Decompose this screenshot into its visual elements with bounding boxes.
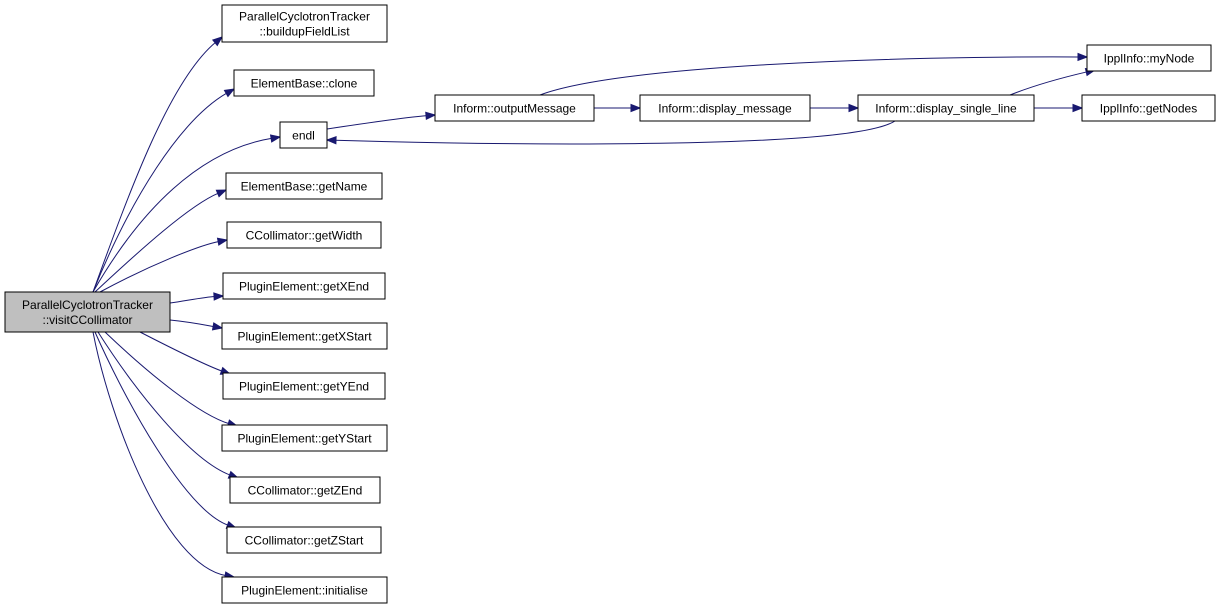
node-getZStart[interactable]: CCollimator::getZStart — [226, 526, 382, 554]
node-label: ParallelCyclotronTracker — [22, 298, 153, 312]
node-label: Inform::display_single_line — [875, 102, 1017, 116]
arrowhead-root-to-getXEnd — [213, 292, 225, 301]
node-box — [857, 94, 1035, 122]
arrowhead-outputMessage-to-myNode — [1077, 52, 1089, 62]
node-initialise[interactable]: PluginElement::initialise — [221, 576, 388, 604]
edge-displaySingleLine-to-myNode — [1009, 71, 1088, 96]
edge-root-to-getYEnd — [139, 331, 223, 372]
node-label: Inform::outputMessage — [453, 102, 576, 116]
arrowhead-endl-to-outputMessage — [425, 111, 437, 121]
node-displaySingleLine[interactable]: Inform::display_single_line — [857, 94, 1035, 122]
edge-root-to-getZStart — [94, 331, 229, 526]
edge-root-to-getZEnd — [97, 331, 231, 476]
arrowhead-root-to-getXStart — [211, 322, 224, 331]
node-endl[interactable]: endl — [279, 121, 328, 149]
node-label: PluginElement::getXStart — [237, 330, 372, 344]
node-label: ElementBase::clone — [251, 77, 358, 91]
node-label: endl — [292, 129, 315, 143]
node-box — [434, 94, 595, 122]
node-root[interactable]: ParallelCyclotronTracker::visitCCollimat… — [4, 291, 171, 333]
node-label: ParallelCyclotronTracker — [239, 10, 370, 24]
node-box — [4, 291, 171, 333]
node-label: IpplInfo::getNodes — [1100, 102, 1197, 116]
node-box — [221, 424, 388, 452]
node-box — [226, 221, 382, 249]
arrowhead-root-to-endl — [269, 134, 282, 143]
edge-displaySingleLine-to-endl — [334, 120, 896, 145]
node-label: Inform::display_message — [658, 102, 792, 116]
edge-endl-to-outputMessage — [326, 115, 428, 130]
node-myNode[interactable]: IpplInfo::myNode — [1086, 44, 1212, 72]
nodes-layer: ParallelCyclotronTracker::visitCCollimat… — [4, 4, 1216, 604]
node-label: CCollimator::getWidth — [246, 229, 363, 243]
edge-root-to-getXEnd — [169, 295, 216, 304]
node-displayMessage[interactable]: Inform::display_message — [639, 94, 811, 122]
node-getXEnd[interactable]: PluginElement::getXEnd — [222, 272, 386, 300]
edge-root-to-getXStart — [169, 319, 215, 328]
node-box — [639, 94, 811, 122]
arrowhead-root-to-getName — [215, 189, 228, 198]
node-box — [233, 69, 375, 97]
node-box — [221, 576, 388, 604]
node-label: IpplInfo::myNode — [1104, 52, 1195, 66]
edge-outputMessage-to-myNode — [539, 56, 1080, 96]
edge-root-to-initialise — [92, 331, 227, 577]
node-box — [222, 372, 386, 400]
edge-root-to-clone — [92, 92, 228, 293]
node-box — [226, 526, 382, 554]
node-label: CCollimator::getZEnd — [248, 484, 363, 498]
node-outputMessage[interactable]: Inform::outputMessage — [434, 94, 595, 122]
node-label: ElementBase::getName — [241, 180, 368, 194]
node-clone[interactable]: ElementBase::clone — [233, 69, 375, 97]
edge-root-to-getYStart — [104, 331, 230, 425]
node-getXStart[interactable]: PluginElement::getXStart — [221, 322, 388, 350]
node-getNodes[interactable]: IpplInfo::getNodes — [1081, 94, 1216, 122]
node-getWidth[interactable]: CCollimator::getWidth — [226, 221, 382, 249]
node-box — [225, 172, 383, 200]
node-label: PluginElement::initialise — [241, 584, 368, 598]
arrowhead-root-to-clone — [223, 88, 236, 98]
edge-root-to-buildup — [92, 41, 217, 293]
arrowhead-root-to-buildup — [211, 36, 224, 47]
node-box — [222, 272, 386, 300]
node-box — [221, 4, 388, 43]
edge-root-to-endl — [92, 137, 273, 293]
edges-layer — [92, 36, 1097, 580]
node-label: CCollimator::getZStart — [245, 534, 364, 548]
arrowhead-outputMessage-to-displayMessage — [630, 103, 642, 113]
arrowhead-displaySingleLine-to-endl — [325, 136, 337, 145]
node-label: PluginElement::getXEnd — [239, 280, 369, 294]
arrowhead-displaySingleLine-to-getNodes — [1072, 103, 1084, 113]
edge-root-to-getWidth — [99, 240, 220, 293]
node-getName[interactable]: ElementBase::getName — [225, 172, 383, 200]
arrowhead-displayMessage-to-displaySingleLine — [848, 103, 860, 113]
node-getYStart[interactable]: PluginElement::getYStart — [221, 424, 388, 452]
node-box — [1081, 94, 1216, 122]
node-box — [221, 322, 388, 350]
node-label: PluginElement::getYStart — [237, 432, 372, 446]
node-label: ::buildupFieldList — [259, 25, 350, 39]
node-box — [279, 121, 328, 149]
arrowhead-root-to-getWidth — [216, 237, 229, 246]
node-label: PluginElement::getYEnd — [239, 380, 369, 394]
node-buildup[interactable]: ParallelCyclotronTracker::buildupFieldLi… — [221, 4, 388, 43]
node-box — [229, 476, 381, 504]
node-box — [1086, 44, 1212, 72]
node-label: ::visitCCollimator — [42, 313, 132, 327]
edge-root-to-getName — [94, 192, 219, 293]
node-getYEnd[interactable]: PluginElement::getYEnd — [222, 372, 386, 400]
node-getZEnd[interactable]: CCollimator::getZEnd — [229, 476, 381, 504]
